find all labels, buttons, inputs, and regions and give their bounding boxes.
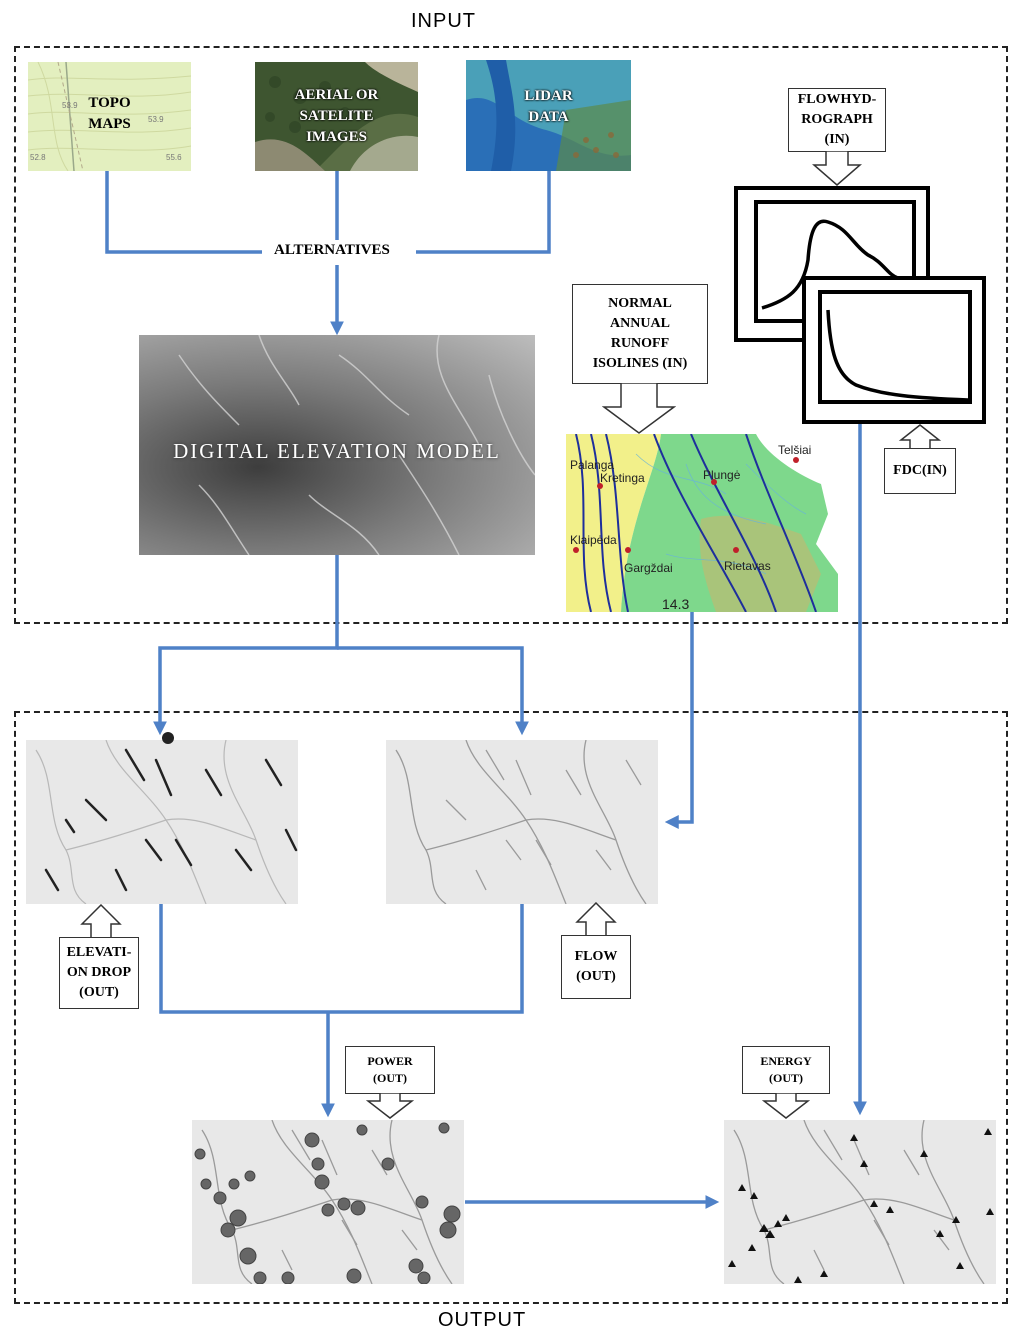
- aerial-label-line3: IMAGES: [306, 129, 367, 145]
- elevation-drop-network: [35, 740, 298, 904]
- topo-spot-height: 53.9: [62, 101, 78, 110]
- elevation-line1: ELEVATI-: [66, 945, 132, 960]
- elevation-drop-callout-arrow: [80, 904, 122, 938]
- flow-callout: FLOW (OUT): [561, 935, 631, 999]
- runoff-callout-arrow: [602, 383, 676, 434]
- hydrograph-line1: FLOWHYD-: [797, 92, 877, 107]
- hydrograph-line3: (IN): [824, 132, 850, 147]
- runoff-line1: NORMAL: [608, 296, 672, 311]
- fdc-chart: [802, 276, 986, 424]
- aerial-label-line1: AERIAL OR: [294, 87, 379, 103]
- energy-callout: ENERGY (OUT): [742, 1046, 830, 1094]
- runoff-line3: RUNOFF: [610, 336, 670, 351]
- power-line1: POWER: [367, 1054, 413, 1068]
- map-town: Telšiai: [778, 443, 811, 457]
- dem-tile: DIGITAL ELEVATION MODEL: [139, 335, 535, 555]
- hydrograph-curve: [761, 219, 899, 310]
- flow-hydrograph-callout: FLOWHYD- ROGRAPH (IN): [788, 88, 886, 152]
- hydrograph-line2: ROGRAPH: [801, 112, 873, 127]
- input-region: [14, 46, 1008, 624]
- topo-maps-tile: 53.9 53.9 55.6 52.8 TOPO MAPS: [28, 62, 191, 171]
- output-title: OUTPUT: [438, 1309, 527, 1331]
- map-town: Klaipėda: [570, 533, 617, 547]
- energy-line1: ENERGY: [760, 1054, 812, 1068]
- aerial-images-tile: AERIAL OR SATELITE IMAGES: [255, 62, 418, 171]
- hydrograph-callout-arrow: [812, 151, 862, 186]
- elevation-drop-marker: [162, 732, 174, 744]
- power-line2: (OUT): [373, 1071, 407, 1085]
- lidar-data-tile: LIDAR DATA: [466, 60, 631, 171]
- map-town: Kretinga: [600, 471, 645, 485]
- alternatives-label: ALTERNATIVES: [268, 242, 396, 259]
- flow-line2: (OUT): [576, 969, 616, 984]
- topo-label-line2: MAPS: [88, 116, 131, 132]
- map-town: Gargždai: [624, 561, 673, 575]
- normal-runoff-callout: NORMAL ANNUAL RUNOFF ISOLINES (IN): [572, 284, 708, 384]
- elevation-drop-panel: [26, 740, 298, 904]
- energy-network: [728, 1120, 994, 1284]
- flow-callout-arrow: [575, 902, 617, 936]
- fdc-callout-arrow: [898, 424, 942, 450]
- runoff-line2: ANNUAL: [610, 316, 670, 331]
- flow-panel: [386, 740, 658, 904]
- map-town: Plungė: [703, 468, 741, 482]
- topo-spot-height: 55.6: [166, 153, 182, 162]
- energy-callout-arrow: [762, 1093, 810, 1119]
- lidar-image: [466, 60, 631, 171]
- dem-image: [178, 335, 535, 555]
- topo-map-image: 53.9 53.9 55.6 52.8: [28, 62, 191, 171]
- fdc-curve: [826, 309, 969, 402]
- energy-line2: (OUT): [769, 1071, 803, 1085]
- fdc-label: FDC(IN): [893, 463, 947, 478]
- power-callout-arrow: [366, 1093, 414, 1119]
- power-panel: [192, 1120, 464, 1284]
- topo-spot-height: 52.8: [30, 153, 46, 162]
- map-town: Palanga: [570, 458, 614, 472]
- topo-spot-height: 53.9: [148, 115, 164, 124]
- lidar-label-line2: DATA: [528, 109, 569, 125]
- aerial-label-line2: SATELITE: [299, 108, 374, 124]
- topo-label-line1: TOPO: [88, 95, 131, 111]
- power-callout: POWER (OUT): [345, 1046, 435, 1094]
- flow-line1: FLOW: [574, 949, 618, 964]
- fdc-callout: FDC(IN): [884, 448, 956, 494]
- flow-network: [395, 740, 647, 904]
- elevation-drop-callout: ELEVATI- ON DROP (OUT): [59, 937, 139, 1009]
- runoff-line4: ISOLINES (IN): [592, 356, 688, 371]
- energy-panel: [724, 1120, 996, 1284]
- aerial-image: [255, 62, 418, 171]
- map-town: Rietavas: [724, 559, 771, 573]
- lidar-label-line1: LIDAR: [524, 88, 573, 104]
- dem-label: DIGITAL ELEVATION MODEL: [173, 439, 501, 463]
- isoline-value: 14.3: [662, 596, 689, 612]
- input-title: INPUT: [411, 10, 476, 32]
- runoff-map-tile: Telšiai Palanga Kretinga Plungė Klaipėda…: [566, 434, 838, 612]
- elevation-line2: ON DROP: [66, 965, 132, 980]
- runoff-map-image: Telšiai Palanga Kretinga Plungė Klaipėda…: [566, 434, 838, 612]
- power-network: [194, 1120, 461, 1284]
- elevation-line3: (OUT): [79, 985, 119, 1000]
